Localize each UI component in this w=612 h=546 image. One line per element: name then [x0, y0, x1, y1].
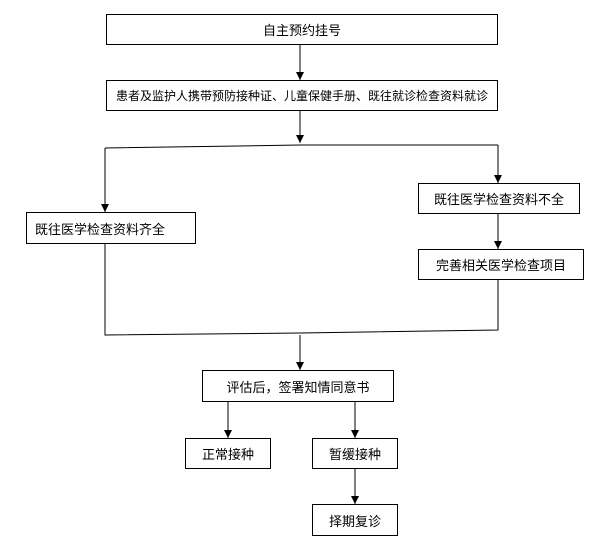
step-assess-and-consent: 评估后，签署知情同意书 — [202, 370, 394, 402]
step-records-complete: 既往医学检查资料齐全 — [26, 212, 196, 244]
step-records-incomplete: 既往医学检查资料不全 — [418, 183, 580, 214]
step-visit-with-documents: 患者及监护人携带预防接种证、儿童保健手册、既往就诊检查资料就诊 — [106, 80, 498, 111]
step-reschedule: 择期复诊 — [312, 504, 398, 536]
step-self-appointment: 自主预约挂号 — [106, 14, 498, 45]
merge-line — [104, 244, 499, 336]
split-line — [104, 144, 498, 149]
step-normal-vaccination: 正常接种 — [185, 438, 271, 469]
step-postpone-vaccination: 暂缓接种 — [312, 438, 398, 469]
step-complete-exams: 完善相关医学检查项目 — [418, 249, 584, 280]
